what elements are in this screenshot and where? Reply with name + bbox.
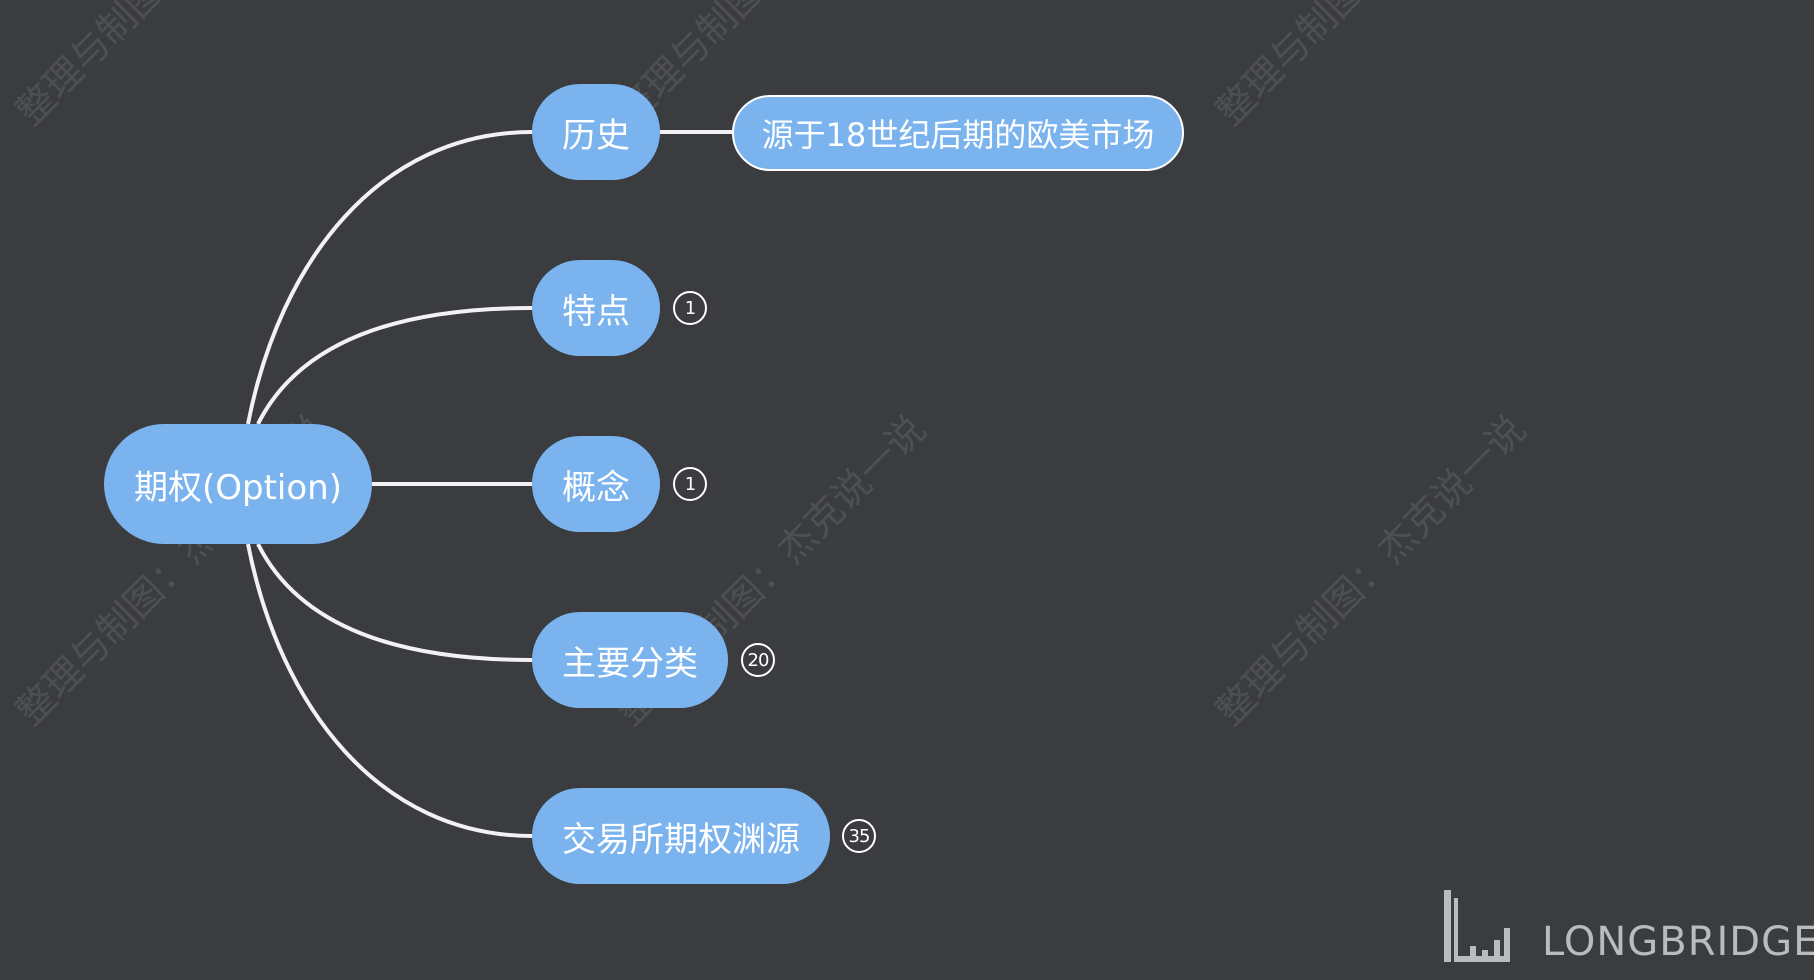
branch-node-concept[interactable]: 概念 <box>532 436 660 532</box>
connector-root-origin <box>246 543 533 838</box>
root-node-label: 期权(Option) <box>133 467 342 508</box>
collapsed-count-badge-exchange-origin[interactable]: 35 <box>842 819 876 853</box>
badge-count: 35 <box>848 825 871 847</box>
badge-count: 1 <box>684 473 696 495</box>
connector-root-history <box>246 130 533 425</box>
branch-node-label: 概念 <box>562 467 630 508</box>
branch-node-label: 历史 <box>562 115 630 156</box>
branch-node-history[interactable]: 历史 <box>532 84 660 180</box>
badge-count: 1 <box>684 297 696 319</box>
branch-node-label: 特点 <box>562 291 630 332</box>
branch-node-exchange-origin[interactable]: 交易所期权渊源 <box>532 788 830 884</box>
branch-node-label: 交易所期权渊源 <box>562 819 800 860</box>
branch-node-label: 主要分类 <box>562 643 698 684</box>
badge-count: 20 <box>747 649 770 671</box>
longbridge-logo-text: LONGBRIDGE <box>1542 919 1814 965</box>
root-node[interactable]: 期权(Option) <box>104 424 372 544</box>
branch-node-features[interactable]: 特点 <box>532 260 660 356</box>
leaf-node-history-detail[interactable]: 源于18世纪后期的欧美市场 <box>732 95 1184 171</box>
branch-node-main-classes[interactable]: 主要分类 <box>532 612 728 708</box>
connector-root-features <box>256 306 533 425</box>
leaf-node-label: 源于18世纪后期的欧美市场 <box>761 116 1155 154</box>
collapsed-count-badge-concept[interactable]: 1 <box>673 467 707 501</box>
connector-root-classes <box>256 543 533 662</box>
collapsed-count-badge-main-classes[interactable]: 20 <box>741 643 775 677</box>
longbridge-logo: LONGBRIDGE <box>1440 884 1814 964</box>
collapsed-count-badge-features[interactable]: 1 <box>673 291 707 325</box>
longbridge-logo-icon <box>1444 890 1510 962</box>
